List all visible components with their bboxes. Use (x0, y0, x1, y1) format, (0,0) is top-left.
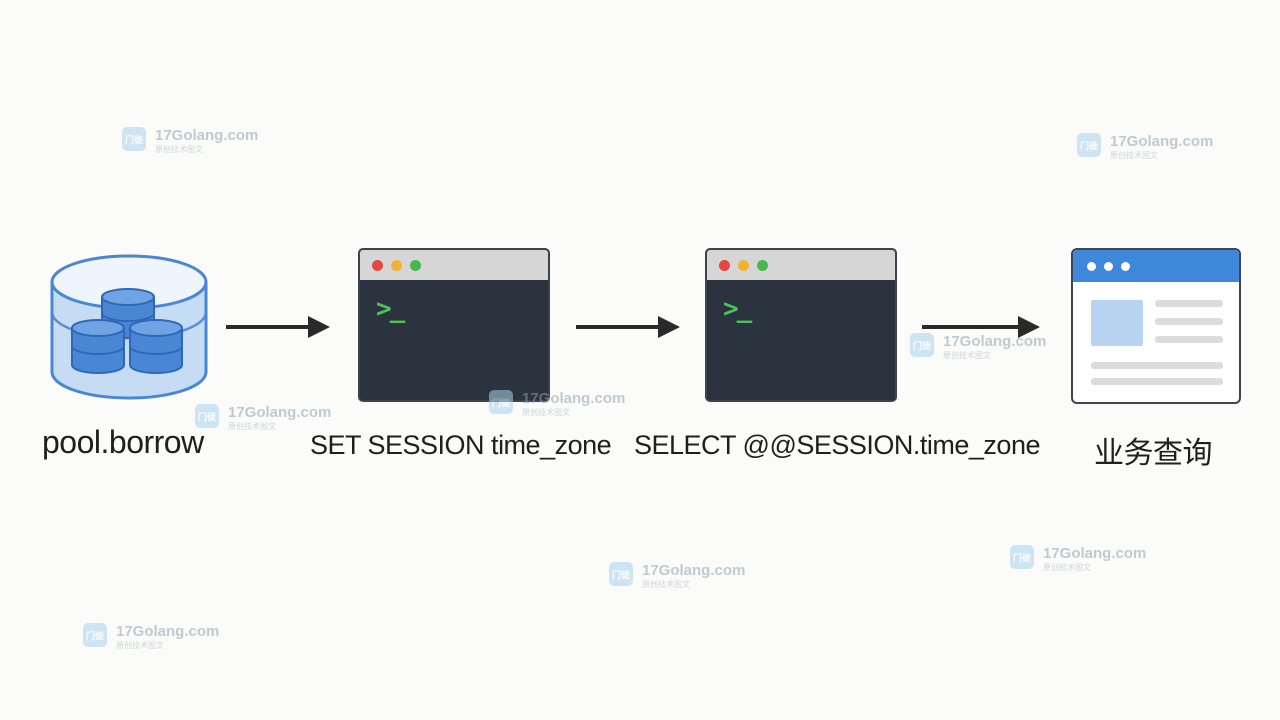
maximize-dot-icon (410, 260, 421, 271)
watermark-logo-icon: 门徒 (1010, 545, 1034, 569)
watermark-logo-icon: 门徒 (122, 127, 146, 151)
terminal-titlebar (707, 250, 895, 280)
watermark-logo-icon: 门徒 (609, 562, 633, 586)
image-placeholder-icon (1091, 300, 1143, 346)
minimize-dot-icon (391, 260, 402, 271)
browser-titlebar (1073, 250, 1239, 282)
watermark-logo-icon: 门徒 (489, 390, 513, 414)
terminal-prompt-icon: >_ (723, 294, 752, 324)
watermark-logo-icon: 门徒 (910, 333, 934, 357)
window-dot-icon (1121, 262, 1130, 271)
watermark-logo-icon: 门徒 (83, 623, 107, 647)
step-label-business-query: 业务查询 (1094, 436, 1213, 471)
watermark-logo-icon: 门徒 (1077, 133, 1101, 157)
watermark-logo-icon: 门徒 (195, 404, 219, 428)
database-pool-icon (50, 254, 208, 400)
window-dot-icon (1104, 262, 1113, 271)
window-dot-icon (1087, 262, 1096, 271)
step-label-set-session: SET SESSION time_zone (310, 430, 612, 460)
text-line (1155, 336, 1223, 343)
close-dot-icon (372, 260, 383, 271)
text-line (1091, 378, 1223, 385)
text-line (1091, 362, 1223, 369)
maximize-dot-icon (757, 260, 768, 271)
minimize-dot-icon (738, 260, 749, 271)
text-line (1155, 300, 1223, 307)
terminal-prompt-icon: >_ (376, 294, 405, 324)
step-label-pool-borrow: pool.borrow (42, 424, 204, 460)
terminal-titlebar (360, 250, 548, 280)
arrow-right-icon (922, 316, 1040, 338)
text-line (1155, 318, 1223, 325)
browser-window-icon (1071, 248, 1241, 404)
arrow-right-icon (226, 316, 330, 338)
close-dot-icon (719, 260, 730, 271)
arrow-right-icon (576, 316, 680, 338)
step-label-select-session: SELECT @@SESSION.time_zone (634, 430, 1040, 460)
terminal-window-icon: >_ (358, 248, 550, 402)
terminal-window-icon: >_ (705, 248, 897, 402)
